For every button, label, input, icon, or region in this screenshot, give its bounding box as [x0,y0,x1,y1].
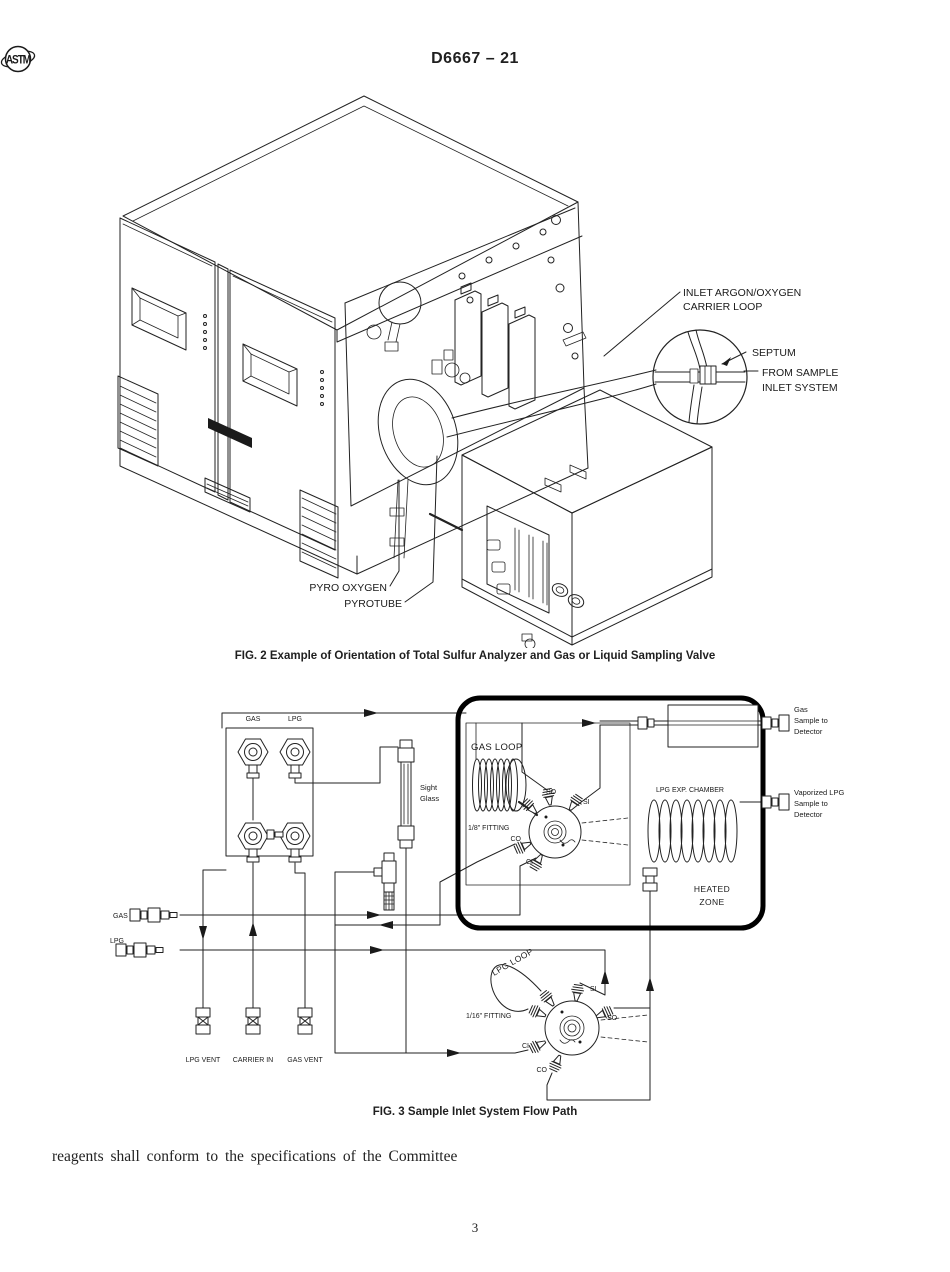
gas-sample-outlet: Gas Sample to Detector [637,704,828,748]
label-heated: HEATED [694,884,730,894]
septum-detail-view [652,329,748,425]
fig2-caption: FIG. 2 Example of Orientation of Total S… [234,650,716,662]
label-sight: Sight [420,783,438,792]
fig3-caption: FIG. 3 Sample Inlet System Flow Path [372,1106,578,1118]
cabinet-doors [117,217,339,579]
label-gv-co: CO [511,836,522,843]
vent-fittings: LPG VENT CARRIER IN GAS VENT [186,1001,323,1064]
label-from-sample-line2: INLET SYSTEM [762,382,838,394]
label-pyrotube: PYROTUBE [344,598,402,610]
label-glass: Glass [420,794,439,803]
fig2-drawing: INLET ARGON/OXYGEN CARRIER LOOP SEPTUM F… [117,95,838,648]
label-gas-sample-line1: Gas [794,705,808,714]
gas-inlet: GAS [113,907,178,923]
astm-logo-icon: ASTM [0,45,36,73]
label-sixteenth-fitting: 1/16" FITTING [466,1013,511,1020]
page-header: ASTM D6667 – 21 [0,45,950,73]
label-gas-loop: GAS LOOP [471,742,523,753]
label-lv-ci: CI [522,1043,529,1050]
label-inlet-carrier-loop-line2: CARRIER LOOP [683,301,762,313]
label-lpg-exp-chamber: LPG EXP. CHAMBER [656,787,724,794]
label-zone: ZONE [699,897,724,907]
fig2-callouts: INLET ARGON/OXYGEN CARRIER LOOP SEPTUM F… [309,287,838,610]
label-gas-vent: GAS VENT [287,1057,323,1064]
svg-text:ASTM: ASTM [6,54,31,67]
label-gv-ci: CI [526,859,533,866]
gas-loop: GAS LOOP 1/8" FITTING [468,722,539,832]
label-lv-si: SI [590,986,597,993]
label-pyro-oxygen: PYRO OXYGEN [309,582,387,594]
gas-sampling-valve: SO SI CO CI [511,787,629,873]
furnace-assembly [366,281,657,559]
analyzer-cabinet [119,95,589,575]
flow-lines [179,712,767,1101]
label-from-sample-line1: FROM SAMPLE [762,367,838,379]
heated-zone: HEATED ZONE [455,695,766,931]
label-lpg-loop: LPG LOOP [490,946,535,978]
label-gas-inlet: GAS [113,913,128,920]
filter-valve [373,852,397,911]
manifold-panel: GAS LPG [225,716,314,863]
label-inlet-carrier-loop-line1: INLET ARGON/OXYGEN [683,287,801,299]
label-gv-so: SO [546,789,557,796]
label-lpg-vent: LPG VENT [186,1057,221,1064]
body-text: reagents shall conform to the specificat… [52,1148,458,1165]
sight-glass: Sight Glass [397,739,439,849]
label-septum: SEPTUM [752,347,796,359]
page-number: 3 [471,1220,479,1235]
label-gas-sample-line3: Detector [794,727,823,736]
label-vaporized-line3: Detector [794,810,823,819]
label-lv-co: CO [537,1067,548,1074]
label-lpg-inlet: LPG [110,938,124,945]
label-gv-si: SI [583,799,590,806]
lpg-expansion-chamber: LPG EXP. CHAMBER Vaporized LPG Sample to… [642,787,844,892]
label-panel-lpg: LPG [288,716,302,723]
label-gas-sample-line2: Sample to [794,716,828,725]
standard-code: D6667 – 21 [431,50,519,67]
label-panel-gas: GAS [246,716,261,723]
sampling-valve-oven [428,389,713,648]
fig3-diagram: HEATED ZONE Gas Sample to Detector GAS L… [110,695,844,1101]
flow-arrows [199,709,654,1057]
lpg-inlet: LPG [110,938,164,958]
label-vaporized-line2: Sample to [794,799,828,808]
label-carrier-in: CARRIER IN [233,1057,273,1064]
label-lv-so: SO [607,1015,618,1022]
label-eighth-fitting: 1/8" FITTING [468,825,509,832]
label-vaporized-line1: Vaporized LPG [794,788,844,797]
lpg-sampling-valve: LPG LOOP SI SO CI CO 1/16" FITTING [466,946,649,1074]
